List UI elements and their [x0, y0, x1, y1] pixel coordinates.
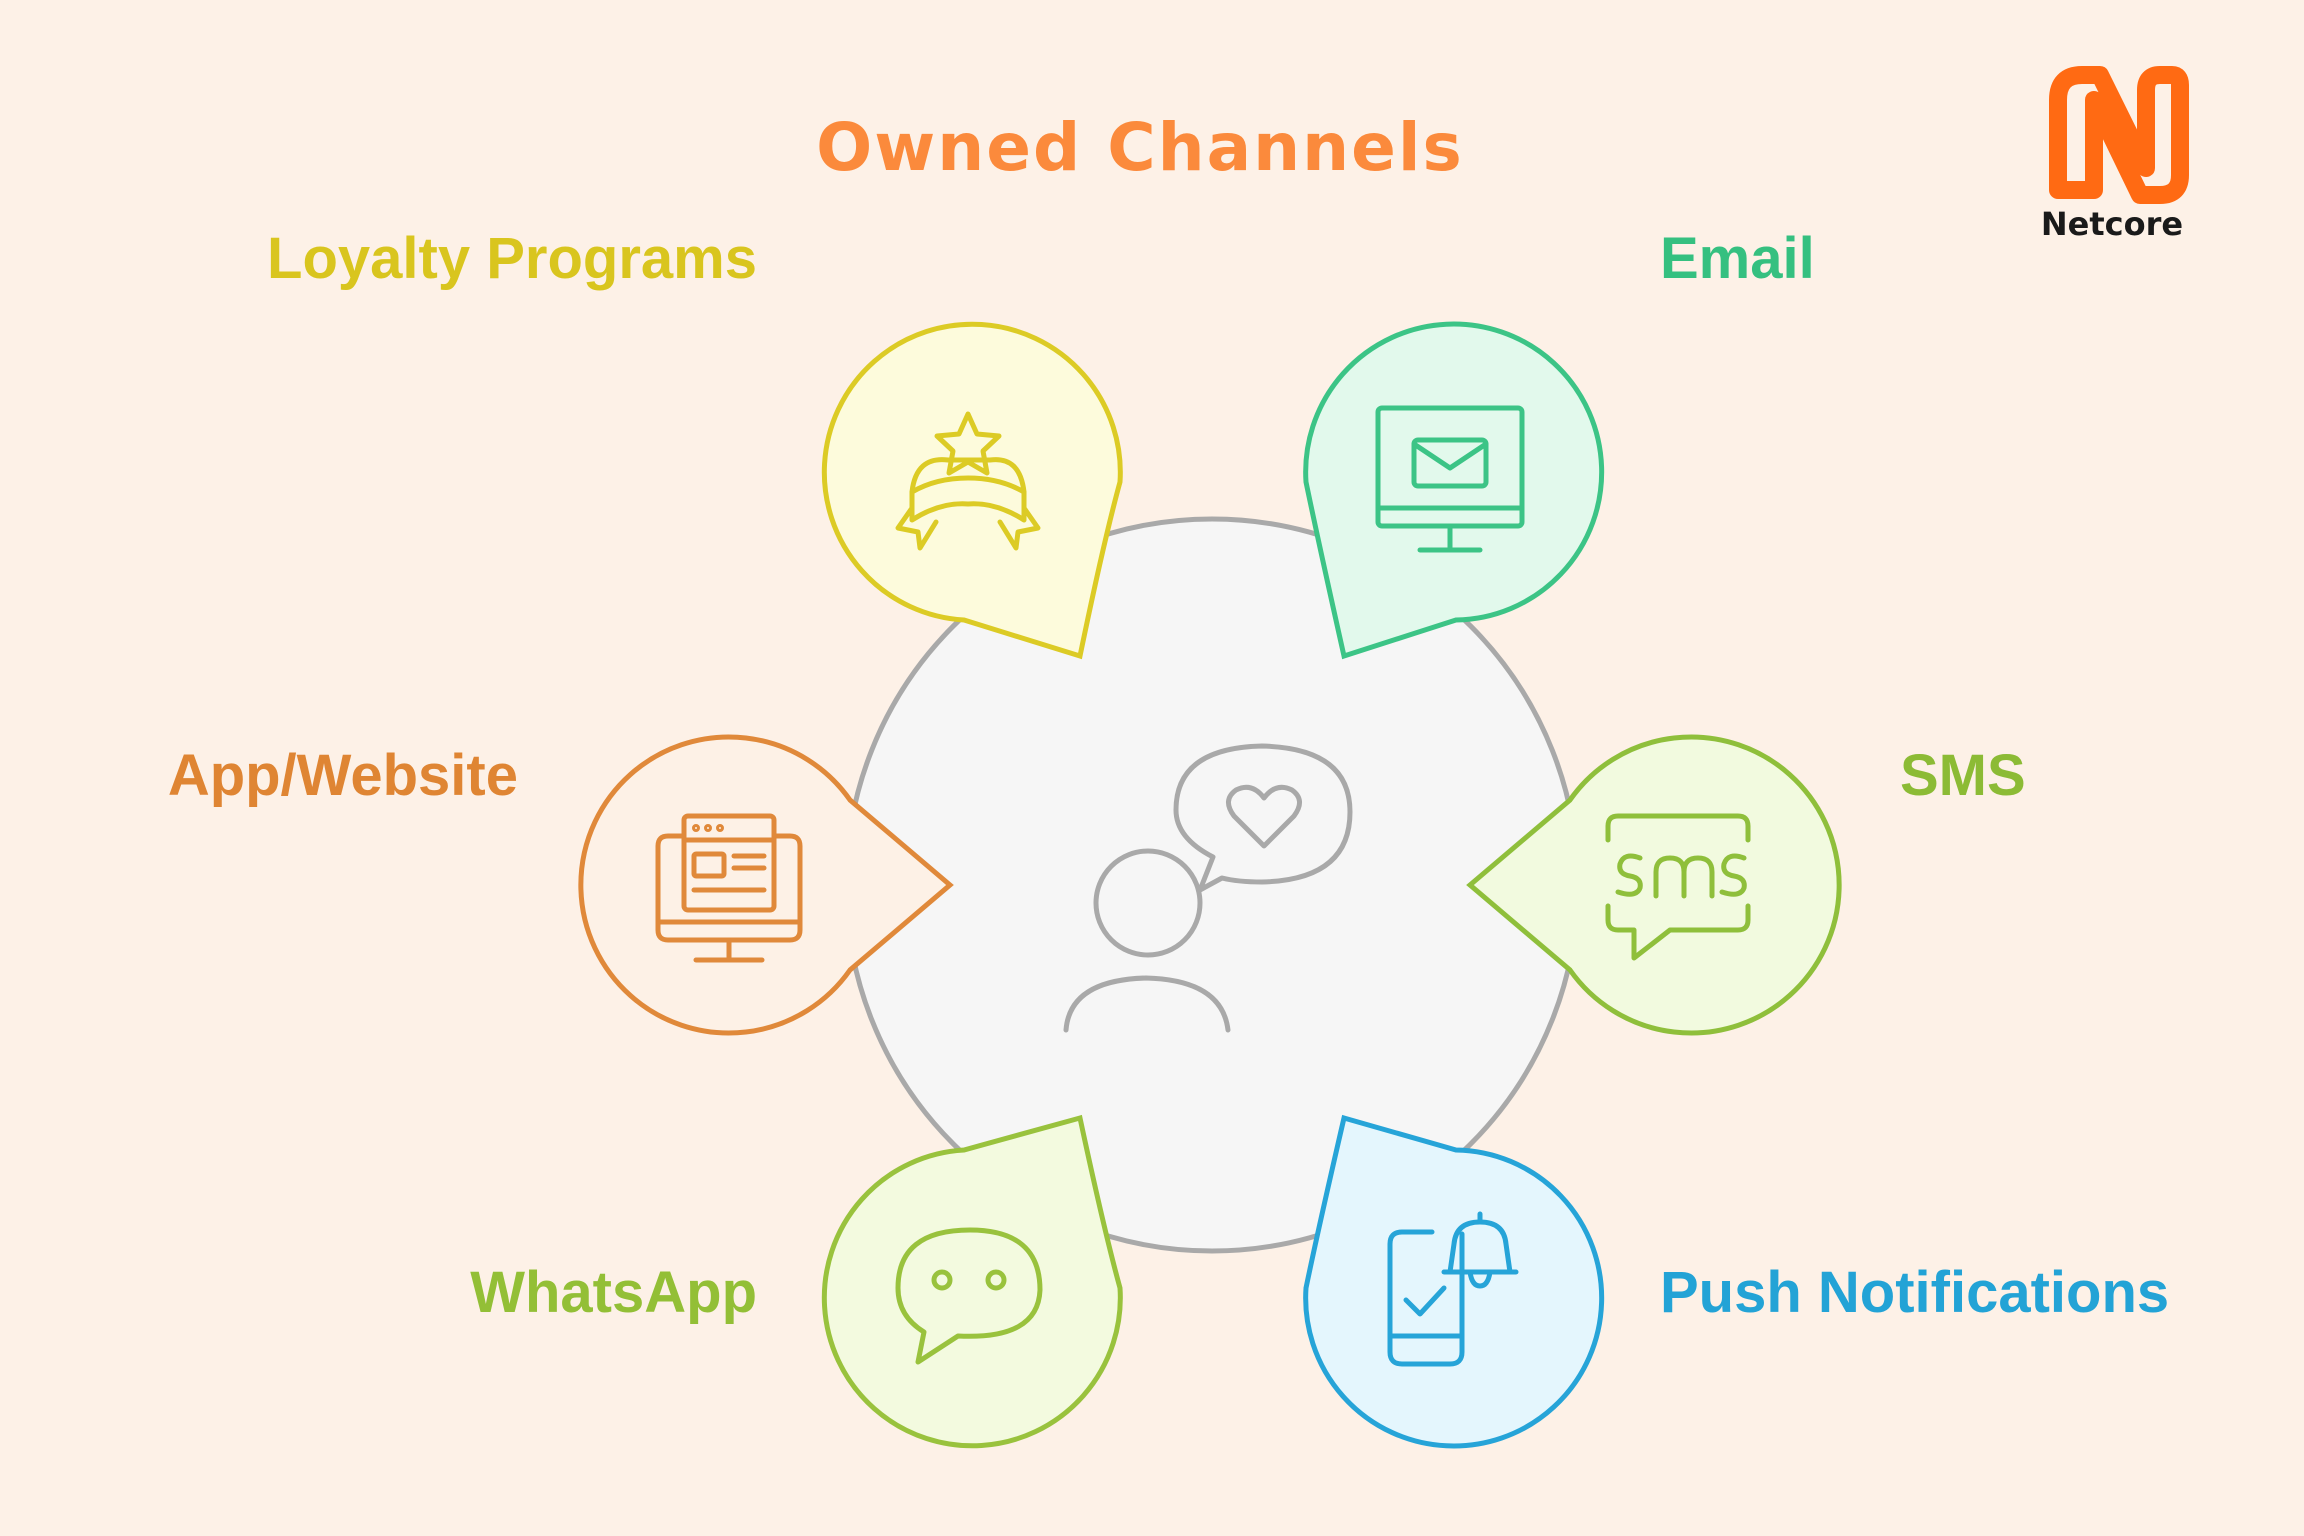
netcore-logo: Netcore	[2041, 66, 2189, 243]
label-loyalty: Loyalty Programs	[267, 226, 757, 291]
chat-bubble-icon	[895, 1227, 1043, 1365]
petal-whatsapp	[821, 1114, 1123, 1449]
label-app: App/Website	[168, 743, 518, 808]
petal-app	[578, 734, 954, 1036]
customer-heart-chat-icon	[1063, 743, 1353, 1033]
sms-bubble-icon	[1605, 813, 1751, 961]
label-push: Push Notifications	[1660, 1260, 2169, 1325]
label-whatsapp: WhatsApp	[470, 1260, 757, 1325]
star-ribbon-icon	[895, 411, 1041, 551]
label-email: Email	[1660, 226, 1815, 291]
web-monitor-icon	[655, 813, 803, 963]
monitor-mail-icon	[1375, 405, 1525, 553]
label-sms: SMS	[1900, 743, 2026, 808]
netcore-logo-mark	[2049, 66, 2189, 204]
diagram-title: Owned Channels	[816, 109, 1464, 186]
phone-bell-icon	[1387, 1211, 1519, 1367]
netcore-logo-text: Netcore	[2041, 205, 2183, 243]
petal-email	[1303, 321, 1605, 660]
petal-loyalty	[821, 321, 1123, 660]
petal-push	[1303, 1114, 1605, 1449]
